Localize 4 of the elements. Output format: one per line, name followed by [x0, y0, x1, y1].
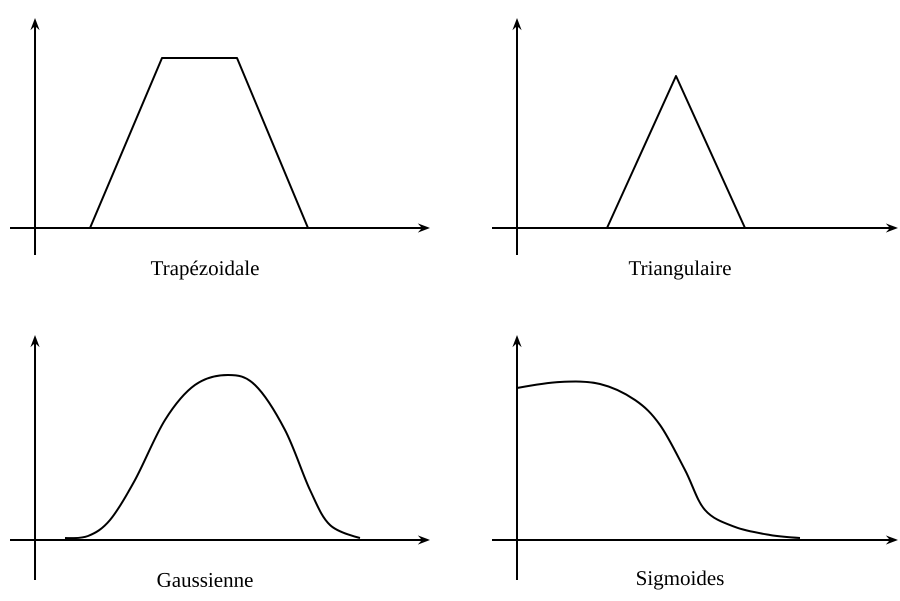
plot-caption: Triangulaire: [628, 260, 731, 280]
plot-caption: Gaussienne: [157, 572, 253, 588]
plot-caption: Sigmoides: [637, 570, 724, 590]
plot-caption: Trapézoidale: [150, 260, 259, 280]
